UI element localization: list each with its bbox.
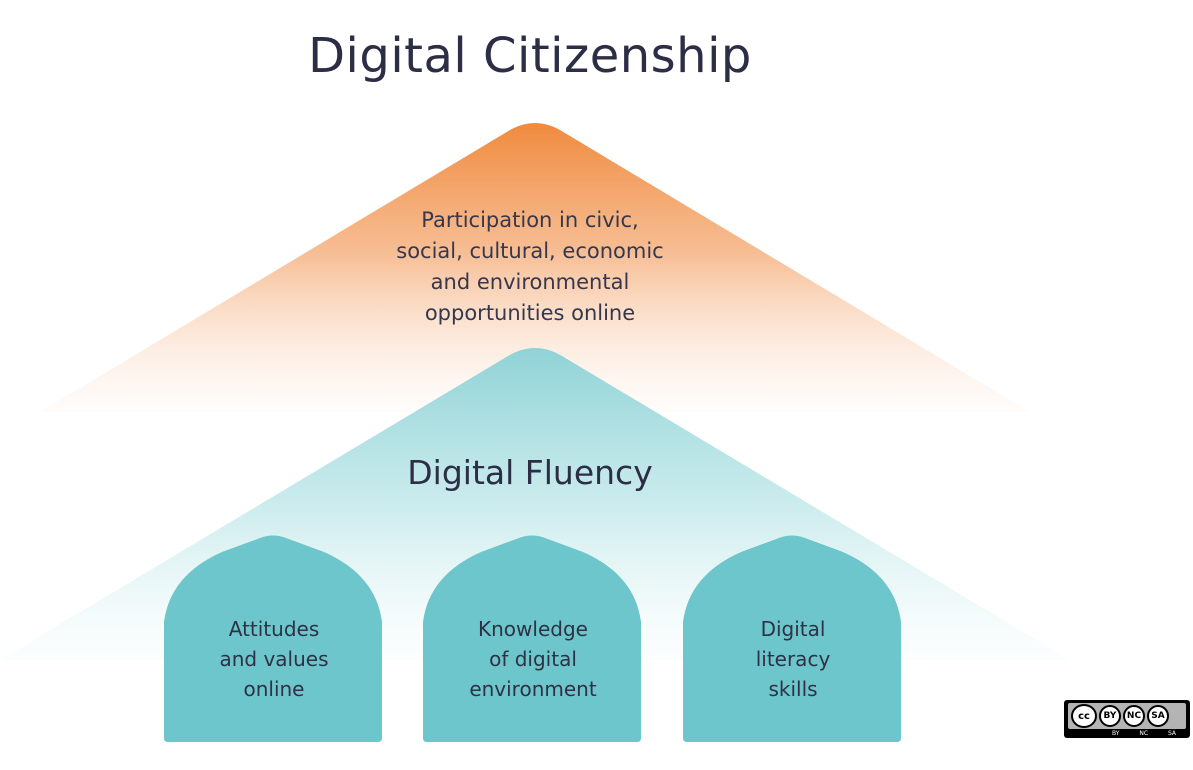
pillar-1-shape [164,535,382,742]
pillar-line: online [243,677,305,701]
cc-license-terms: BY NC SA [1068,729,1186,738]
top-tier-line: social, cultural, economic [396,239,664,263]
top-tier-label: Participation in civic, social, cultural… [345,205,715,329]
pillar-line: of digital [489,647,577,671]
pillar-knowledge-label: Knowledge of digital environment [438,614,628,704]
pillar-attitudes-label: Attitudes and values online [179,614,369,704]
top-tier-line: opportunities online [424,301,636,325]
cc-logo-icon: cc [1071,704,1097,728]
noncommercial-icon: NC [1123,705,1145,727]
top-tier-line: and environmental [430,270,630,294]
pillar-line: literacy [755,647,831,671]
top-tier-triangle [40,123,1030,412]
cc-term: SA [1167,730,1177,737]
cc-term: BY [1111,730,1120,737]
pillar-line: and values [219,647,329,671]
cc-license-badge[interactable]: cc BY NC SA BY NC SA [1064,700,1190,738]
pillar-line: skills [768,677,818,701]
top-tier-line: Participation in civic, [421,208,639,232]
pillar-line: Digital [760,617,826,641]
pillar-line: Knowledge [478,617,588,641]
pillar-line: Attitudes [228,617,320,641]
middle-tier-label: Digital Fluency [407,453,653,492]
cc-license-icons: cc BY NC SA [1068,703,1186,729]
pillar-3-shape [683,535,901,742]
by-attribution-icon: BY [1099,705,1121,727]
pillar-line: environment [469,677,597,701]
cc-term: NC [1139,730,1149,737]
pillar-skills-label: Digital literacy skills [698,614,888,704]
diagram-title: Digital Citizenship [308,28,752,84]
sharealike-icon: SA [1147,705,1169,727]
pillar-2-shape [423,535,641,742]
